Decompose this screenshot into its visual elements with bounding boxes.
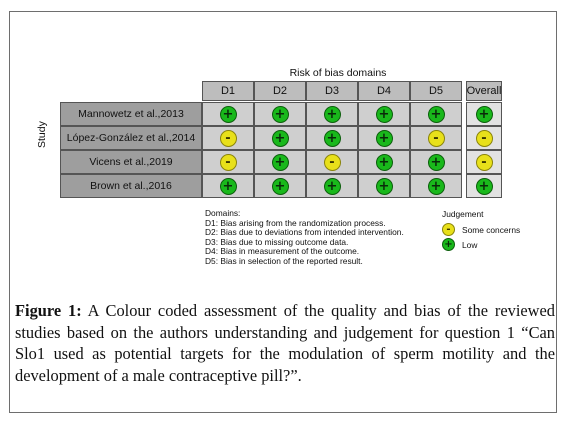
low-risk-icon: + — [323, 105, 341, 123]
judgement-cell: - — [410, 126, 462, 150]
judgement-cell: + — [410, 174, 462, 198]
caption-label: Figure 1: — [15, 301, 82, 320]
domains-legend: Domains: D1: Bias arising from the rando… — [205, 208, 404, 267]
legend-label-some-concerns: Some concerns — [462, 224, 521, 235]
column-header-d3: D3 — [306, 81, 358, 101]
judgement-cell: + — [358, 150, 410, 174]
low-risk-icon: + — [375, 153, 393, 171]
low-risk-icon: + — [427, 105, 445, 123]
domain-item-d4: D4: Bias in measurement of the outcome. — [205, 246, 360, 257]
low-risk-icon: + — [271, 153, 289, 171]
column-header-overall: Overall — [466, 81, 502, 101]
figure-caption: Figure 1: A Colour coded assessment of t… — [15, 300, 555, 386]
domain-item-d5: D5: Bias in selection of the reported re… — [205, 255, 363, 266]
some-concerns-icon: - — [475, 129, 493, 147]
judgement-cell: - — [202, 126, 254, 150]
study-label: Mannowetz et al.,2013 — [60, 102, 202, 126]
low-risk-icon: + — [442, 238, 455, 251]
judgement-cell: + — [254, 126, 306, 150]
column-header-d4: D4 — [358, 81, 410, 101]
judgement-cell: + — [306, 126, 358, 150]
judgement-cell: + — [306, 102, 358, 126]
legend-label-low: Low — [462, 239, 478, 250]
figure-frame — [9, 11, 557, 413]
judgement-cell: + — [466, 102, 502, 126]
some-concerns-icon: - — [219, 129, 237, 147]
domain-item-d3: D3: Bias due to missing outcome data. — [205, 236, 349, 247]
low-risk-icon: + — [427, 153, 445, 171]
judgement-cell: + — [358, 102, 410, 126]
low-risk-icon: + — [271, 105, 289, 123]
caption-text: A Colour coded assessment of the quality… — [15, 301, 555, 385]
low-risk-icon: + — [219, 105, 237, 123]
study-label: López-González et al.,2014 — [60, 126, 202, 150]
low-risk-icon: + — [271, 177, 289, 195]
low-risk-icon: + — [475, 177, 493, 195]
column-header-d2: D2 — [254, 81, 306, 101]
judgement-cell: - — [202, 150, 254, 174]
judgement-cell: + — [358, 174, 410, 198]
domain-item-d1: D1: Bias arising from the randomization … — [205, 217, 386, 228]
low-risk-icon: + — [427, 177, 445, 195]
low-risk-icon: + — [323, 177, 341, 195]
judgement-cell: + — [202, 102, 254, 126]
low-risk-icon: + — [271, 129, 289, 147]
judgement-cell: - — [466, 150, 502, 174]
some-concerns-icon: - — [219, 153, 237, 171]
low-risk-icon: + — [323, 129, 341, 147]
judgement-cell: + — [306, 174, 358, 198]
low-risk-icon: + — [219, 177, 237, 195]
study-label: Vicens et al.,2019 — [60, 150, 202, 174]
judgement-cell: + — [254, 150, 306, 174]
judgement-cell: + — [202, 174, 254, 198]
low-risk-icon: + — [375, 177, 393, 195]
study-axis-label: Study — [36, 121, 48, 148]
judgement-cell: - — [306, 150, 358, 174]
judgement-cell: + — [254, 174, 306, 198]
domain-item-d2: D2: Bias due to deviations from intended… — [205, 227, 404, 238]
low-risk-icon: + — [375, 129, 393, 147]
some-concerns-icon: - — [427, 129, 445, 147]
judgement-cell: + — [358, 126, 410, 150]
study-label: Brown et al.,2016 — [60, 174, 202, 198]
column-header-d1: D1 — [202, 81, 254, 101]
legend-item-some-concerns: - Some concerns — [442, 223, 520, 236]
judgement-cell: + — [466, 174, 502, 198]
judgement-cell: + — [410, 102, 462, 126]
domains-title: Domains: — [205, 208, 241, 218]
some-concerns-icon: - — [323, 153, 341, 171]
judgement-cell: - — [466, 126, 502, 150]
column-header-d5: D5 — [410, 81, 462, 101]
judgement-cell: + — [254, 102, 306, 126]
legend-item-low: + Low — [442, 238, 477, 251]
judgement-legend-title: Judgement — [442, 209, 484, 219]
low-risk-icon: + — [475, 105, 493, 123]
risk-of-bias-header: Risk of bias domains — [289, 67, 387, 79]
some-concerns-icon: - — [442, 223, 455, 236]
judgement-cell: + — [410, 150, 462, 174]
some-concerns-icon: - — [475, 153, 493, 171]
low-risk-icon: + — [375, 105, 393, 123]
